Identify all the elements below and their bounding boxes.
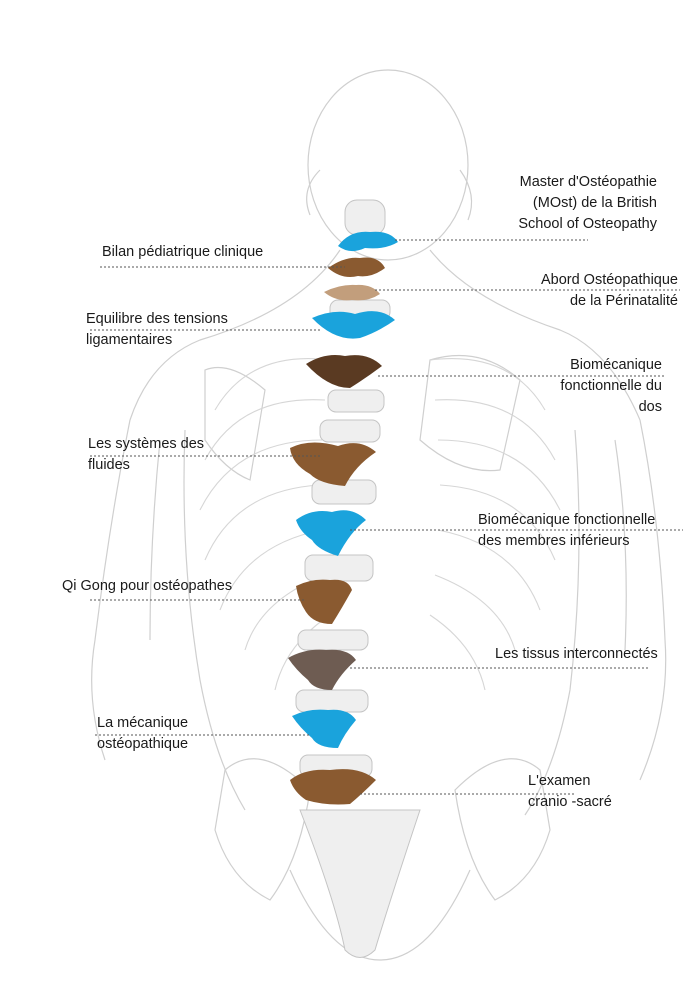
- vertebra-c3: [324, 284, 380, 301]
- label-examen-cranio-sacre[interactable]: L'examen cranio -sacré: [528, 773, 612, 810]
- vertebra-l3: [292, 709, 356, 748]
- label-bilan-pediatrique[interactable]: Bilan pédiatrique clinique: [102, 244, 264, 260]
- vertebra-l2: [288, 649, 356, 690]
- label-biomecanique-dos[interactable]: Biomécanique fonctionnelle du dos: [560, 357, 662, 415]
- vertebra-c1: [338, 231, 398, 252]
- label-master-osteopathie[interactable]: Master d'Ostéopathie (MOst) de la Britis…: [518, 174, 657, 232]
- label-biomecanique-membres[interactable]: Biomécanique fonctionnelle des membres i…: [478, 512, 656, 549]
- vertebra-c2: [328, 257, 385, 277]
- spine-column-sketch: [295, 199, 421, 958]
- label-tissus-interconnectes[interactable]: Les tissus interconnectés: [495, 646, 658, 662]
- label-mecanique-osteopathique[interactable]: La mécanique ostéopathique: [97, 715, 189, 752]
- vertebra-t1: [312, 311, 395, 339]
- vertebra-l5: [290, 769, 376, 805]
- label-perinatalite[interactable]: Abord Ostéopathique de la Périnatalité: [540, 272, 678, 309]
- label-systemes-fluides[interactable]: Les systèmes des fluides: [88, 436, 205, 473]
- vertebra-t7: [290, 442, 376, 486]
- vertebra-t10: [296, 510, 366, 556]
- vertebra-t3: [306, 355, 382, 388]
- label-tensions-ligamentaires[interactable]: Equilibre des tensions ligamentaires: [86, 311, 228, 348]
- label-qi-gong[interactable]: Qi Gong pour ostéopathes: [62, 578, 233, 594]
- vertebra-l1: [296, 579, 352, 624]
- vertebrae-highlights: [288, 231, 398, 805]
- leader-lines: [90, 239, 683, 795]
- body-sketch: [91, 69, 667, 961]
